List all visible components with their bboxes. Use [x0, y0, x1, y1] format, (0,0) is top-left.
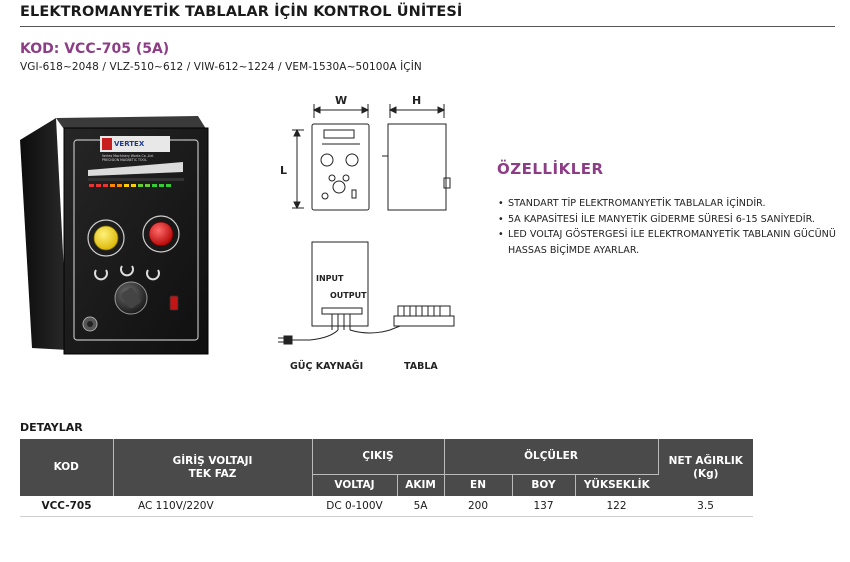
magnet-icon — [94, 265, 160, 281]
cell-voltaj: DC 0-100V — [312, 496, 397, 517]
height-label: H — [412, 94, 421, 107]
header-agirlik: NET AĞIRLIK (Kg) — [658, 439, 754, 496]
power-source-label: GÜÇ KAYNAĞI — [290, 360, 363, 372]
header-voltaj: VOLTAJ — [312, 473, 398, 496]
cell-kod: VCC-705 — [20, 496, 113, 517]
table-row: VCC-705 AC 110V/220V DC 0-100V 5A 200 13… — [20, 496, 754, 517]
dimension-diagram: W H L INPUT OUTPUT GÜÇ KAYNAĞI TABLA — [278, 94, 455, 372]
feature-item: LED VOLTAJ GÖSTERGESİ İLE ELEKTROMANYETİ… — [497, 227, 842, 258]
header-giris: GİRİŞ VOLTAJI TEK FAZ — [113, 439, 313, 496]
input-label: INPUT — [316, 274, 344, 283]
product-line-label: PRECISION MAGNETIC TOOL — [102, 158, 147, 162]
features-list: STANDART TİP ELEKTROMANYETİK TABLALAR İÇ… — [497, 196, 842, 258]
cell-boy: 137 — [512, 496, 575, 517]
header-boy: BOY — [512, 473, 576, 496]
cell-giris: AC 110V/220V — [113, 496, 312, 517]
table-label: TABLA — [404, 361, 438, 372]
length-label: L — [280, 164, 287, 177]
header-agirlik-line1: NET AĞIRLIK — [668, 454, 743, 467]
compatibility-list: VGI-618~2048 / VLZ-510~612 / VIW-612~122… — [20, 61, 422, 73]
header-agirlik-line2: (Kg) — [693, 467, 719, 480]
brand-label: VERTEX — [114, 140, 145, 148]
product-photo: VERTEX Vertex Machinery Works Co.,Ltd. P… — [20, 116, 209, 355]
features-title: ÖZELLİKLER — [497, 160, 604, 178]
header-cikis: ÇIKIŞ — [312, 439, 445, 474]
company-label: Vertex Machinery Works Co.,Ltd. — [102, 154, 154, 158]
cell-en: 200 — [444, 496, 512, 517]
header-giris-line2: TEK FAZ — [188, 467, 237, 480]
details-title: DETAYLAR — [20, 421, 83, 434]
header-kod: KOD — [20, 439, 114, 496]
output-label: OUTPUT — [330, 291, 367, 300]
led-bar — [89, 184, 171, 187]
width-label: W — [335, 94, 347, 107]
power-switch — [169, 295, 179, 311]
header-olculer: ÖLÇÜLER — [444, 439, 659, 474]
cell-akim: 5A — [397, 496, 444, 517]
header-giris-line1: GİRİŞ VOLTAJI — [172, 454, 253, 467]
yellow-knob — [93, 225, 119, 251]
header-akim: AKIM — [397, 473, 445, 496]
cell-yukseklik: 122 — [575, 496, 659, 517]
header-en: EN — [444, 473, 513, 496]
header-yukseklik: YÜKSEKLİK — [575, 473, 659, 496]
title-divider — [20, 26, 835, 27]
model-code: KOD: VCC-705 (5A) — [20, 41, 170, 57]
feature-item: STANDART TİP ELEKTROMANYETİK TABLALAR İÇ… — [497, 196, 842, 212]
page-title: ELEKTROMANYETİK TABLALAR İÇİN KONTROL ÜN… — [20, 4, 463, 20]
feature-item: 5A KAPASİTESİ İLE MANYETİK GİDERME SÜRES… — [497, 212, 842, 228]
red-knob — [148, 221, 174, 247]
details-table: KOD GİRİŞ VOLTAJI TEK FAZ ÇIKIŞ ÖLÇÜLER … — [20, 439, 754, 517]
cell-agirlik: 3.5 — [658, 496, 754, 517]
